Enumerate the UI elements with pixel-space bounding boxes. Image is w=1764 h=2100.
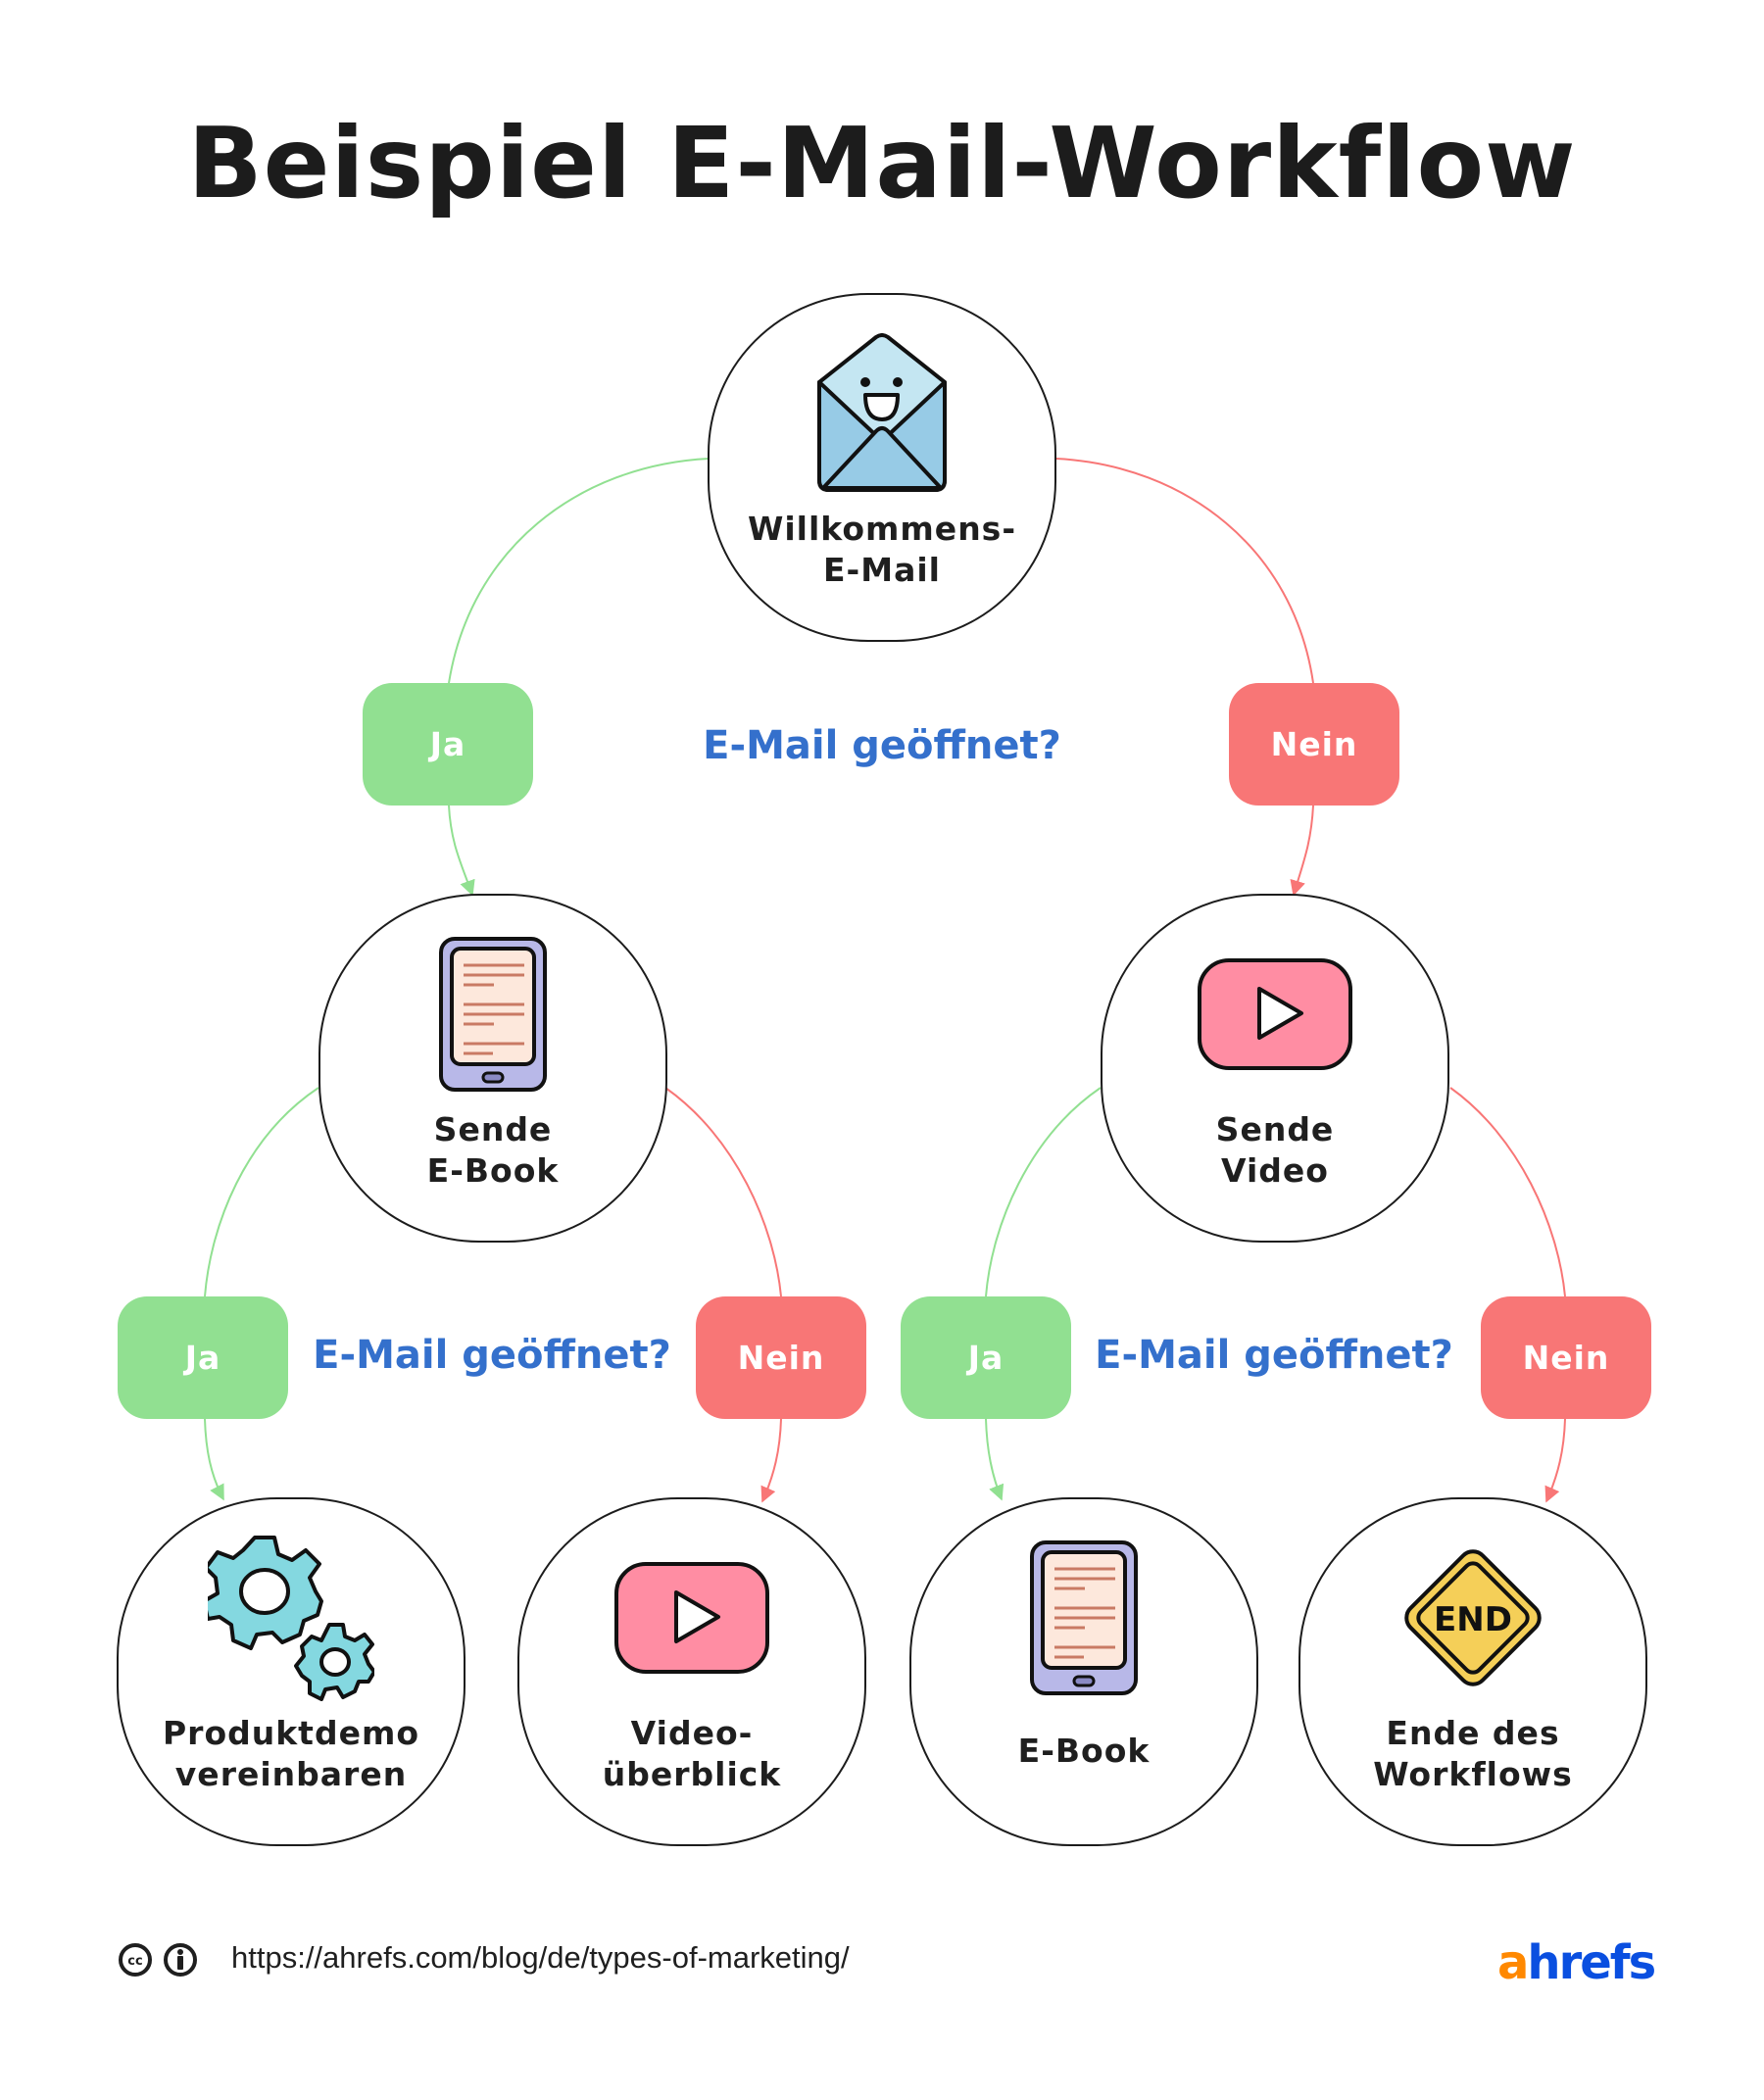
source-url[interactable]: https://ahrefs.com/blog/de/types-of-mark… — [231, 1940, 850, 1975]
edge-ebook-to-yes — [204, 1087, 319, 1297]
smiling-envelope-icon — [813, 330, 951, 497]
end-sign-text: END — [1434, 1600, 1512, 1639]
decision-question: E-Mail geöffnet? — [703, 723, 1061, 768]
yes-badge: Ja — [118, 1296, 288, 1419]
yes-badge: Ja — [901, 1296, 1071, 1419]
svg-text:cc: cc — [127, 1954, 142, 1969]
node-product-demo: Produktdemo vereinbaren — [117, 1497, 466, 1846]
creative-commons-icon: cc — [118, 1942, 153, 1981]
attribution-icon — [163, 1942, 198, 1981]
ebook-reader-icon — [438, 931, 548, 1098]
node-welcome-email: Willkommens- E-Mail — [708, 293, 1056, 642]
page-title: Beispiel E-Mail-Workflow — [187, 106, 1577, 220]
no-badge: Nein — [1229, 683, 1399, 806]
video-play-icon — [613, 1535, 770, 1701]
edge-no-to-videooverview — [760, 1418, 782, 1503]
logo-accent: a — [1497, 1935, 1529, 1990]
node-label: Produktdemo vereinbaren — [162, 1714, 420, 1793]
edge-yes-to-ebook2 — [985, 1418, 1004, 1501]
node-label: Video- überblick — [602, 1714, 782, 1793]
edge-welcome-to-yes — [448, 458, 710, 684]
logo-text: hrefs — [1527, 1935, 1656, 1990]
no-badge: Nein — [696, 1296, 866, 1419]
gears-icon — [208, 1535, 374, 1701]
decision-question: E-Mail geöffnet? — [1095, 1333, 1453, 1378]
node-ebook: E-Book — [909, 1497, 1258, 1846]
edge-ebook-to-no — [664, 1087, 782, 1297]
ahrefs-logo: ahrefs — [1497, 1935, 1656, 1990]
edge-yes-to-demo — [204, 1418, 224, 1501]
node-label: E-Book — [1017, 1732, 1151, 1770]
node-video-overview: Video- überblick — [517, 1497, 866, 1846]
decision-question: E-Mail geöffnet? — [313, 1333, 671, 1378]
edge-welcome-to-no — [1055, 458, 1314, 684]
yes-badge: Ja — [363, 683, 533, 806]
node-label: Sende Video — [1215, 1110, 1335, 1190]
node-send-video: Sende Video — [1101, 894, 1449, 1243]
edge-no-to-end — [1544, 1418, 1566, 1503]
node-send-ebook: Sende E-Book — [318, 894, 667, 1243]
no-badge: Nein — [1481, 1296, 1651, 1419]
video-play-icon — [1197, 931, 1353, 1098]
node-label: Sende E-Book — [426, 1110, 560, 1190]
node-label: Ende des Workflows — [1373, 1714, 1573, 1793]
edge-yes-to-ebook — [448, 805, 475, 897]
node-label: Willkommens- E-Mail — [747, 510, 1017, 589]
edge-no-to-video — [1290, 805, 1314, 897]
ebook-reader-icon — [1029, 1535, 1139, 1701]
node-end-of-workflow: END Ende des Workflows — [1298, 1497, 1647, 1846]
end-sign-icon: END — [1395, 1535, 1551, 1701]
license-icons: cc — [118, 1942, 198, 1981]
edge-video-to-no — [1449, 1087, 1566, 1297]
edge-video-to-yes — [985, 1087, 1102, 1297]
